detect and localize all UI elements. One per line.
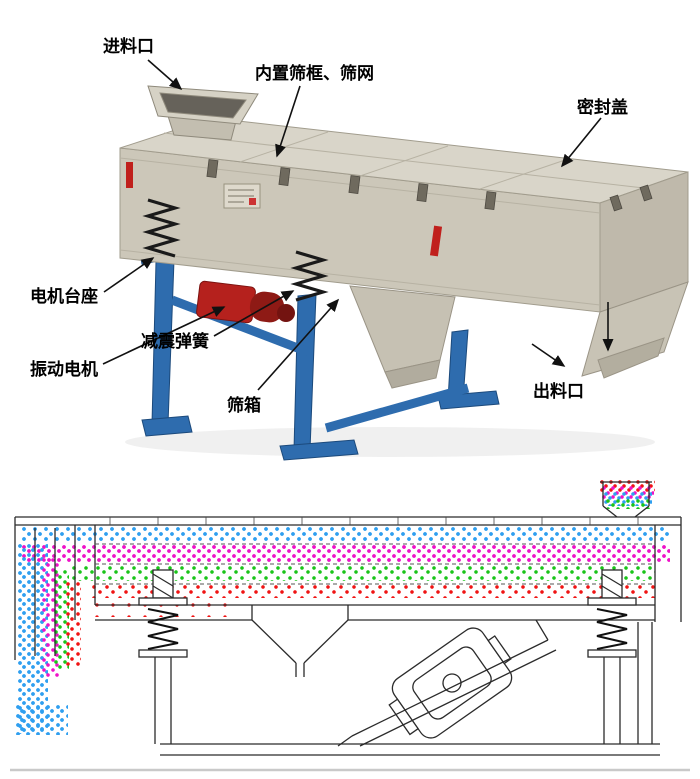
arrow-vibration-motor	[102, 306, 226, 365]
damper-springs	[142, 198, 329, 302]
feed-funnel	[600, 481, 652, 518]
label-inner-screen: 内置筛框、筛网	[255, 64, 374, 83]
arrow-screen-box	[257, 298, 340, 391]
motor-mount-beam	[337, 619, 557, 747]
warning-sticker	[223, 183, 261, 209]
right-discharge-hopper	[581, 281, 689, 379]
machine-photo-section: 进料口 内置筛框、筛网 密封盖 电机台座 减震弹簧 振动电机 筛箱 出料口	[30, 37, 689, 461]
schematic-cross-section	[10, 481, 690, 772]
arrow-damper-spring	[213, 290, 295, 337]
arrow-feed-inlet	[147, 59, 183, 91]
label-damper-spring: 减震弹簧	[141, 332, 209, 351]
ground-shadow	[125, 427, 655, 457]
blue-frame-beams	[170, 295, 470, 433]
screen-box-outline	[14, 516, 682, 660]
lid-seams	[119, 131, 645, 306]
lid-clamps	[206, 159, 653, 212]
mid-discharge-hopper	[349, 285, 456, 389]
machine-illustration	[102, 59, 689, 461]
schematic-section	[0, 470, 700, 779]
spring-left	[142, 198, 181, 258]
arrow-discharge-1	[531, 343, 566, 367]
label-motor-base: 电机台座	[30, 287, 98, 306]
arrow-motor-base	[103, 257, 155, 293]
screen-deck-lines	[95, 543, 655, 585]
spring-support-right	[587, 569, 637, 744]
arrow-seal-cover	[560, 117, 602, 168]
collection-funnel	[251, 605, 349, 677]
arrow-inner-screen	[275, 85, 301, 158]
label-seal-cover: 密封盖	[577, 98, 628, 117]
label-discharge-outlet: 出料口	[533, 382, 584, 401]
label-screen-box: 筛箱	[227, 396, 261, 415]
label-feed-inlet: 进料口	[103, 37, 154, 56]
label-vibration-motor: 振动电机	[30, 360, 98, 379]
schematic-motor	[388, 627, 513, 739]
feed-hopper	[147, 85, 259, 141]
leader-arrows	[102, 59, 614, 391]
red-clamp-handles	[126, 162, 443, 257]
spring-middle	[290, 250, 329, 302]
base-frame	[10, 622, 690, 772]
spring-support-left	[138, 569, 188, 744]
